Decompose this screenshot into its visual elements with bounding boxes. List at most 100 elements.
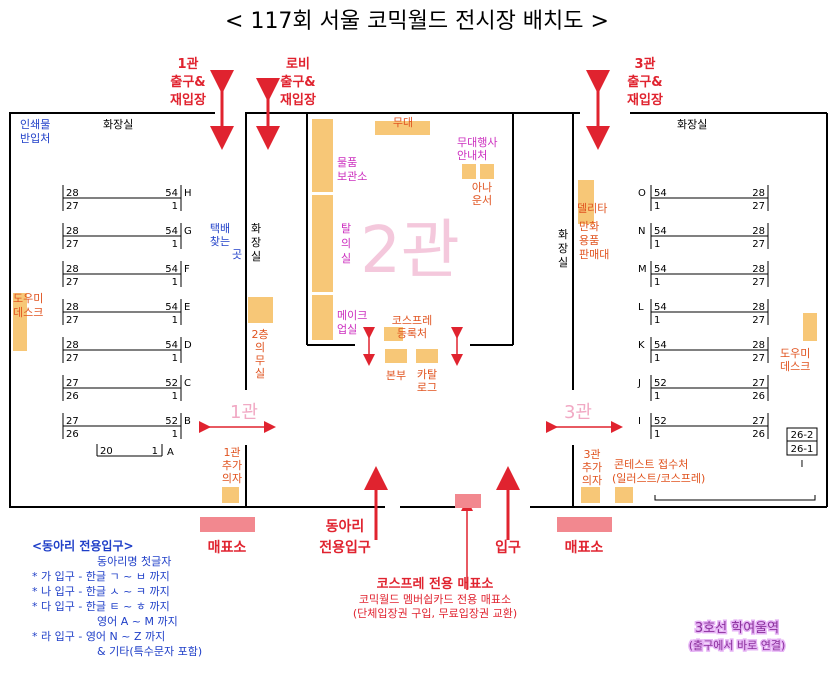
nurse-l4: 실 — [255, 367, 265, 380]
row-letter: O — [638, 188, 646, 199]
row-letter: K — [638, 340, 645, 351]
booth-num: 1 — [654, 201, 660, 212]
right-helpdesk-l2: 데스크 — [780, 360, 810, 373]
booth-num: 54 — [165, 264, 178, 275]
booth-num: 28 — [66, 226, 79, 237]
exit-hall3-l3: 재입장 — [627, 92, 663, 108]
nurse-l1: 2층 — [251, 328, 268, 341]
right-restroom2-l3: 실 — [558, 256, 568, 269]
right-restroom2-l2: 장 — [558, 242, 568, 255]
row-letter: M — [638, 264, 647, 275]
booth-num: 28 — [752, 226, 765, 237]
booth-num: 28 — [66, 188, 79, 199]
booth-num: 27 — [752, 315, 765, 326]
booth-num: 28 — [66, 264, 79, 275]
ticket-right: 매표소 — [565, 540, 604, 556]
box-letter: I — [801, 459, 804, 470]
legend-subtitle: 동아리명 첫글자 — [97, 555, 171, 568]
booth-num: 28 — [752, 264, 765, 275]
box-bot: 26-1 — [791, 444, 814, 455]
hall1-chair-l2: 추가 — [222, 459, 242, 472]
exit-hall1-l2: 출구& — [170, 74, 205, 90]
booth-num: 27 — [66, 201, 79, 212]
club-entrance-l2: 전용입구 — [319, 539, 371, 556]
cosplay-reg-l2: 등록처 — [397, 327, 427, 340]
exit-hall1-l1: 1관 — [177, 56, 198, 72]
legend-title: <동아리 전용입구> — [32, 538, 134, 553]
announcer-l1: 아나 — [472, 181, 492, 194]
makeup-l2: 업실 — [337, 323, 357, 336]
booth-num: 28 — [752, 340, 765, 351]
contest-l1: 콘테스트 접수처 — [614, 458, 688, 471]
hall2-label: 2관 — [360, 214, 460, 288]
legend-line-5: * 라 입구 - 영어 N ~ Z 까지 — [32, 630, 165, 643]
booth-num: 1 — [654, 277, 660, 288]
dressing-l1: 탈 — [341, 222, 351, 235]
row-letter: I — [638, 416, 641, 427]
booth-num: 54 — [654, 264, 667, 275]
cosplay-ticket-title: 코스프레 전용 매표소 — [377, 576, 494, 592]
row-a-letter: A — [167, 447, 174, 458]
hall1-label: 1관 — [230, 402, 258, 423]
booth-num: 27 — [66, 378, 79, 389]
makeup-l1: 메이크 — [337, 309, 367, 322]
ticket-blocks — [200, 494, 612, 532]
hall1-chair-l3: 의자 — [222, 472, 242, 485]
deli-l4: 판매대 — [579, 248, 609, 261]
dressing-l3: 실 — [341, 252, 351, 265]
booth-num: 52 — [165, 416, 178, 427]
legend-line-3: * 다 입구 - 한글 ㅌ ~ ㅎ 까지 — [32, 600, 170, 613]
delivery-l1: 택배 — [210, 222, 230, 235]
row-letter: J — [637, 378, 641, 389]
row-letter: E — [184, 302, 190, 313]
exit-hall3-l1: 3관 — [634, 56, 655, 72]
deli-l1: 델리타 — [577, 202, 607, 215]
booth-num: 54 — [165, 302, 178, 313]
booth-num: 27 — [66, 315, 79, 326]
left-restroom: 화장실 — [103, 118, 133, 131]
right-helpdesk-l1: 도우미 — [780, 347, 810, 360]
station-note: 3호선 학여울역 (출구에서 바로 연결) — [687, 620, 787, 654]
booth-num: 1 — [172, 201, 178, 212]
right-restroom2-l1: 화 — [558, 228, 568, 241]
booth-num: 28 — [66, 340, 79, 351]
station-l1: 3호선 학여울역 — [695, 621, 779, 636]
exit-lobby-l3: 재입장 — [280, 92, 316, 108]
booth-num: 1 — [172, 277, 178, 288]
booth-num: 54 — [165, 188, 178, 199]
row-letter: L — [638, 302, 644, 313]
row-letter: D — [184, 340, 192, 351]
club-legend: <동아리 전용입구> 동아리명 첫글자 * 가 입구 - 한글 ㄱ ~ ㅂ 까지… — [32, 538, 202, 658]
dressing-l2: 의 — [341, 237, 351, 250]
row-i-box: 26-2 26-1 I — [786, 427, 818, 470]
delivery-l2: 찾는 — [210, 235, 230, 248]
booth-num: 54 — [654, 226, 667, 237]
club-entrance-l1: 동아리 — [326, 518, 365, 535]
hall3-chair-l3: 의자 — [582, 474, 602, 487]
booth-num: 54 — [654, 302, 667, 313]
nurse-l3: 무 — [255, 354, 265, 367]
entrance-label: 입구 — [495, 540, 521, 556]
delivery-l3: 곳 — [232, 248, 242, 261]
booth-num: 27 — [752, 277, 765, 288]
event-info-l2: 안내처 — [457, 149, 487, 162]
booth-num: 1 — [654, 391, 660, 402]
cosplay-reg-l1: 코스프레 — [392, 314, 432, 327]
right-row-m: 54 28 1 27 M — [638, 261, 769, 288]
row-a: 20 1 A — [96, 444, 174, 458]
booth-num: 27 — [66, 277, 79, 288]
booth-num: 1 — [654, 429, 660, 440]
row-a-left: 20 — [100, 446, 113, 457]
row-letter: C — [184, 378, 191, 389]
print-entry-l2: 반입처 — [20, 132, 50, 145]
booth-num: 1 — [654, 239, 660, 250]
booth-num: 1 — [172, 391, 178, 402]
booth-num: 27 — [66, 353, 79, 364]
